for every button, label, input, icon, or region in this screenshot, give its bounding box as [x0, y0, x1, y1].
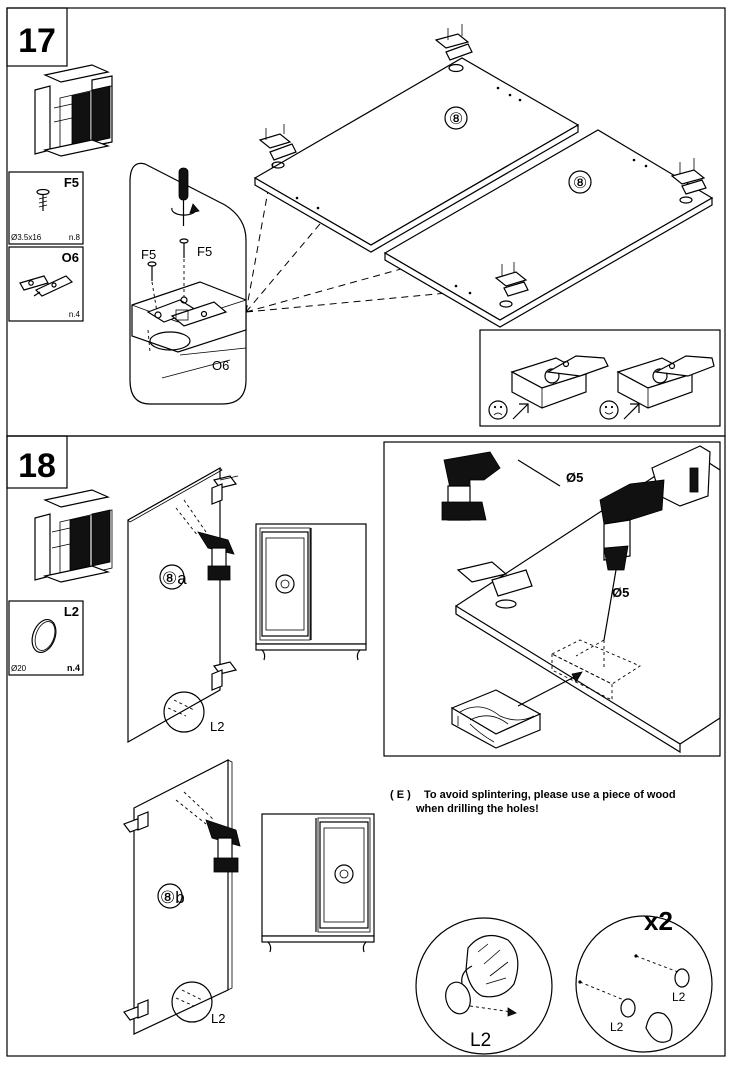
happy-face-icon: [599, 400, 619, 420]
part-o6-code: O6: [62, 250, 79, 265]
hinge-icon: [670, 158, 707, 204]
door-8a-marker: [159, 564, 185, 590]
arrow-up-right-icon: [512, 403, 529, 420]
part-f5-size: Ø3.5x16: [11, 233, 42, 242]
hinge-icon: [19, 275, 74, 297]
hinge-right-example: [616, 355, 715, 409]
hinge-wrong-example: [510, 355, 609, 409]
sad-face-icon: [488, 400, 508, 420]
panel-marker-label: ⑧: [449, 111, 463, 128]
hinge-icon: [211, 661, 238, 691]
screwdriver-icon: [171, 167, 200, 226]
plug-label: L2: [210, 719, 224, 734]
hinge-icon: [123, 811, 149, 833]
cabinet-front-view-b: [261, 813, 375, 953]
arrow-up-right-icon: [623, 403, 640, 420]
hinge-orientation-guide: [479, 329, 721, 427]
plug-label: L2: [470, 1030, 491, 1051]
panel-marker-label: ⑧: [573, 175, 587, 192]
plug-cap-icon: [445, 981, 471, 1015]
part-f5-qty: n.8: [69, 233, 81, 242]
callout-screw-label-right: F5: [197, 244, 212, 259]
wood-block-icon: [450, 689, 542, 749]
hand-icon: [645, 1012, 673, 1043]
arrow-up-right-icon: [517, 671, 583, 707]
drill-bit-size-main: Ø5: [612, 585, 629, 600]
part-box-l2: L2 Ø20 n.4: [8, 600, 84, 676]
hinge-icon: [123, 999, 149, 1021]
drill-icon: [599, 445, 711, 641]
drill-icon: [197, 531, 235, 581]
part-box-o6: O6 n.4: [8, 246, 84, 322]
hand-icon: [461, 934, 519, 998]
plug-cap-icon: [31, 618, 57, 654]
callout-screw-label-left: F5: [141, 247, 156, 262]
step-17-panel: 17 F5 Ø3.5x16 n.8: [6, 7, 726, 437]
door-8b-marker: [157, 883, 183, 909]
part-box-f5: F5 Ø3.5x16 n.8: [8, 171, 84, 245]
door-8a-label: ⑧a: [162, 569, 187, 588]
plug-label: L2: [610, 1020, 624, 1034]
drill-bit-icon: [517, 459, 561, 487]
hinge-icon: [211, 475, 239, 505]
plug-cap-icon: [620, 998, 636, 1018]
step-18-number-box: [6, 435, 68, 489]
hinge-icon: [494, 262, 529, 308]
step-18-number: 18: [18, 447, 56, 485]
drill-bit-size-top: Ø5: [566, 470, 583, 485]
hinge-icon: [456, 561, 533, 609]
step-18-panel: 18 L2 Ø20 n.4: [6, 435, 726, 1057]
plug-pair-detail: x2 L2 L2: [575, 906, 713, 1053]
note-line-2: when drilling the holes!: [415, 803, 539, 815]
screw-icon: [179, 238, 189, 258]
hinge-icon: [258, 124, 297, 169]
step-18-frame: [6, 435, 726, 1057]
part-o6-qty: n.4: [69, 310, 81, 319]
step-17-number-box: [6, 7, 68, 67]
hinge-screw-callout: F5 F5 O6: [129, 162, 247, 405]
step-17-number: 17: [18, 22, 56, 60]
door-panel-8-upper: ⑧: [253, 24, 580, 253]
part-l2-code: L2: [64, 604, 79, 619]
plug-label: L2: [672, 990, 686, 1004]
drill-icon: [205, 819, 241, 873]
drill-icon: [441, 451, 501, 521]
plug-detail-circle: [163, 691, 205, 733]
screw-icon: [36, 188, 50, 211]
splintering-note: ( E ) To avoid splintering, please use a…: [390, 789, 676, 815]
cabinet-front-view-a: [255, 523, 367, 661]
panel-marker: [568, 170, 592, 194]
screw-icon: [147, 261, 157, 281]
part-l2-qty: n.4: [67, 663, 80, 673]
decorative-rosette-icon: [334, 864, 354, 884]
note-marker: ( E ): [390, 789, 411, 801]
multiplier-label: x2: [644, 906, 673, 936]
hinge-icon: [434, 24, 473, 73]
panel-marker: [444, 106, 468, 130]
plug-cap-icon: [674, 968, 690, 988]
drilling-detail-panel: Ø5 Ø5: [383, 441, 721, 757]
callout-hinge-label: O6: [212, 358, 229, 373]
door-8a-assembly: ⑧a L2: [127, 466, 239, 744]
plug-detail-circle: [171, 981, 213, 1023]
plug-label: L2: [211, 1011, 225, 1026]
cabinet-overview-icon: [34, 489, 113, 583]
part-f5-code: F5: [64, 175, 79, 190]
part-l2-size: Ø20: [11, 664, 27, 673]
decorative-rosette-icon: [275, 574, 295, 594]
cabinet-overview-icon: [34, 64, 113, 157]
door-8b-assembly: ⑧b L2: [123, 759, 241, 1035]
note-line-1: To avoid splintering, please use a piece…: [424, 789, 676, 801]
plug-insertion-detail: L2: [415, 917, 553, 1055]
door-8b-label: ⑧b: [160, 888, 185, 907]
door-panel-8-lower: ⑧: [383, 129, 714, 328]
